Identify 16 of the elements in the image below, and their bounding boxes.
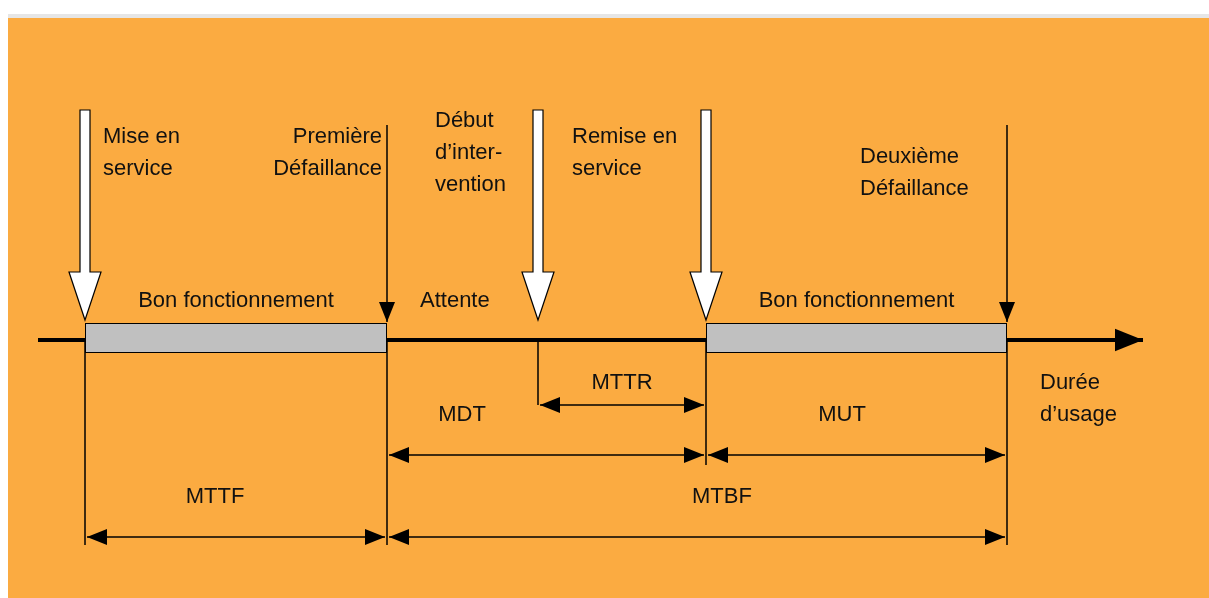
duration-label: MTTR — [590, 368, 654, 396]
axis-label: Durée d’usage — [1040, 368, 1119, 428]
duration-label: MTTF — [184, 482, 246, 510]
duration-label: MDT — [437, 400, 487, 428]
event-label: Début d’inter- vention — [435, 106, 507, 198]
event-label: Mise en service — [103, 122, 182, 182]
phase-label: Bon fonctionnement — [137, 286, 335, 314]
phase-label: Bon fonctionnement — [757, 286, 956, 314]
duration-label: MTBF — [691, 482, 753, 510]
event-label: Remise en service — [572, 122, 679, 182]
timeline-bar — [85, 323, 387, 353]
duration-label: MUT — [817, 400, 867, 428]
timeline-bar — [706, 323, 1007, 353]
event-label: Première Défaillance — [272, 122, 382, 182]
phase-label: Attente — [420, 286, 491, 314]
event-label: Deuxième Défaillance — [860, 142, 970, 202]
